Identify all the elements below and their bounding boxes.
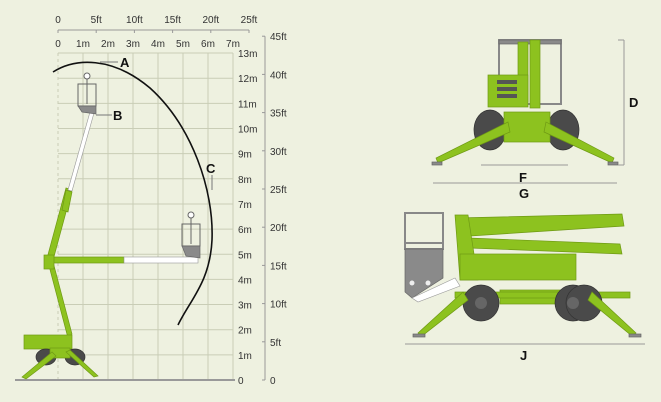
turret [459,253,577,281]
reach-envelope-curve [52,61,213,326]
jib-arm [411,277,461,303]
horizontal-boom-extension [123,256,199,264]
right-m-tick-label: 8m [238,175,252,186]
top-ft-tick-label: 10ft [126,15,143,26]
right-ft-tick-label: 40ft [270,70,287,81]
top-m-tick-label: 1m [76,39,90,50]
top-ft-tick-label: 5ft [91,15,102,26]
wheel-hub [475,297,487,309]
outrigger-right [65,349,99,378]
operator-head-icon [187,211,195,219]
outrigger-left [21,351,57,380]
outrigger-foot [628,333,642,338]
reach-grid [15,52,235,381]
right-ft-tick-label: 10ft [270,300,287,311]
label-j: J [520,348,527,363]
vent-slot [497,80,517,84]
right-m-tick-label: 5m [238,250,252,261]
right-ft-tick-label: 35ft [270,109,287,120]
top-ft-tick-label: 20ft [202,15,219,26]
top-m-tick-label: 4m [151,39,165,50]
right-m-tick-label: 3m [238,301,252,312]
top-m-tick-label: 7m [226,39,240,50]
boom-column [529,39,541,109]
chassis-frame [454,291,631,299]
outrigger-foot [412,333,426,338]
lower-boom [467,237,623,255]
right-ft-tick-label: 0 [270,376,276,387]
right-m-tick-label: 0 [238,376,244,387]
right-ft-tick-label: 5ft [270,338,281,349]
top-m-tick-label: 2m [101,39,115,50]
right-m-tick-label: 2m [238,326,252,337]
right-m-tick-label: 6m [238,225,252,236]
boom-knuckle [43,254,55,270]
vent-slot [497,94,517,98]
horizontal-boom [47,256,125,264]
label-a: A [120,55,130,70]
label-b: B [113,108,122,123]
right-ft-tick-label: 45ft [270,32,287,43]
basket-frame [404,212,444,244]
upper-basket-floor [77,105,97,115]
outrigger-foot [607,161,619,166]
boom-lift-front-view [431,39,619,166]
basket-rail [404,242,444,250]
boom-lift-side-working [21,72,201,380]
label-d: D [629,95,638,110]
top-m-tick-label: 0 [55,39,61,50]
top-m-tick-label: 5m [176,39,190,50]
operator-head-icon [83,72,91,80]
wheel-hub [567,297,579,309]
right-m-tick-label: 4m [238,275,252,286]
right-ft-tick-label: 20ft [270,223,287,234]
right-m-tick-label: 10m [238,125,257,136]
basket-hole [409,280,415,286]
right-m-tick-label: 7m [238,200,252,211]
right-m-tick-label: 1m [238,351,252,362]
right-m-tick-label: 13m [238,49,257,60]
chassis [503,111,551,143]
top-ft-tick-label: 0 [55,15,61,26]
right-ft-tick-label: 30ft [270,147,287,158]
right-ft-tick-label: 25ft [270,185,287,196]
top-m-tick-label: 3m [126,39,140,50]
label-f: F [519,170,527,185]
right-m-tick-label: 9m [238,150,252,161]
right-m-tick-label: 11m [238,99,257,110]
lower-basket-floor [181,245,201,259]
outrigger-foot [431,161,443,166]
upper-boom [455,213,625,237]
axes: 0 5ft 10ft 15ft 20ft 25ft 0 1m 2m 3m 4m 5m 6m 7m 0 1m 2m… [55,15,287,387]
label-c: C [206,161,216,176]
vent-slot [497,87,517,91]
basket-panel [404,248,444,299]
chassis [23,334,73,350]
lower-boom [47,257,73,339]
boom-lift-side-stowed [404,212,642,338]
boom-joint [61,189,73,213]
label-g: G [519,186,529,201]
basket-hole [425,280,431,286]
right-m-tick-label: 12m [238,74,257,85]
top-ft-tick-label: 15ft [164,15,181,26]
right-ft-tick-label: 15ft [270,261,287,272]
top-m-tick-label: 6m [201,39,215,50]
top-ft-tick-label: 25ft [241,15,258,26]
